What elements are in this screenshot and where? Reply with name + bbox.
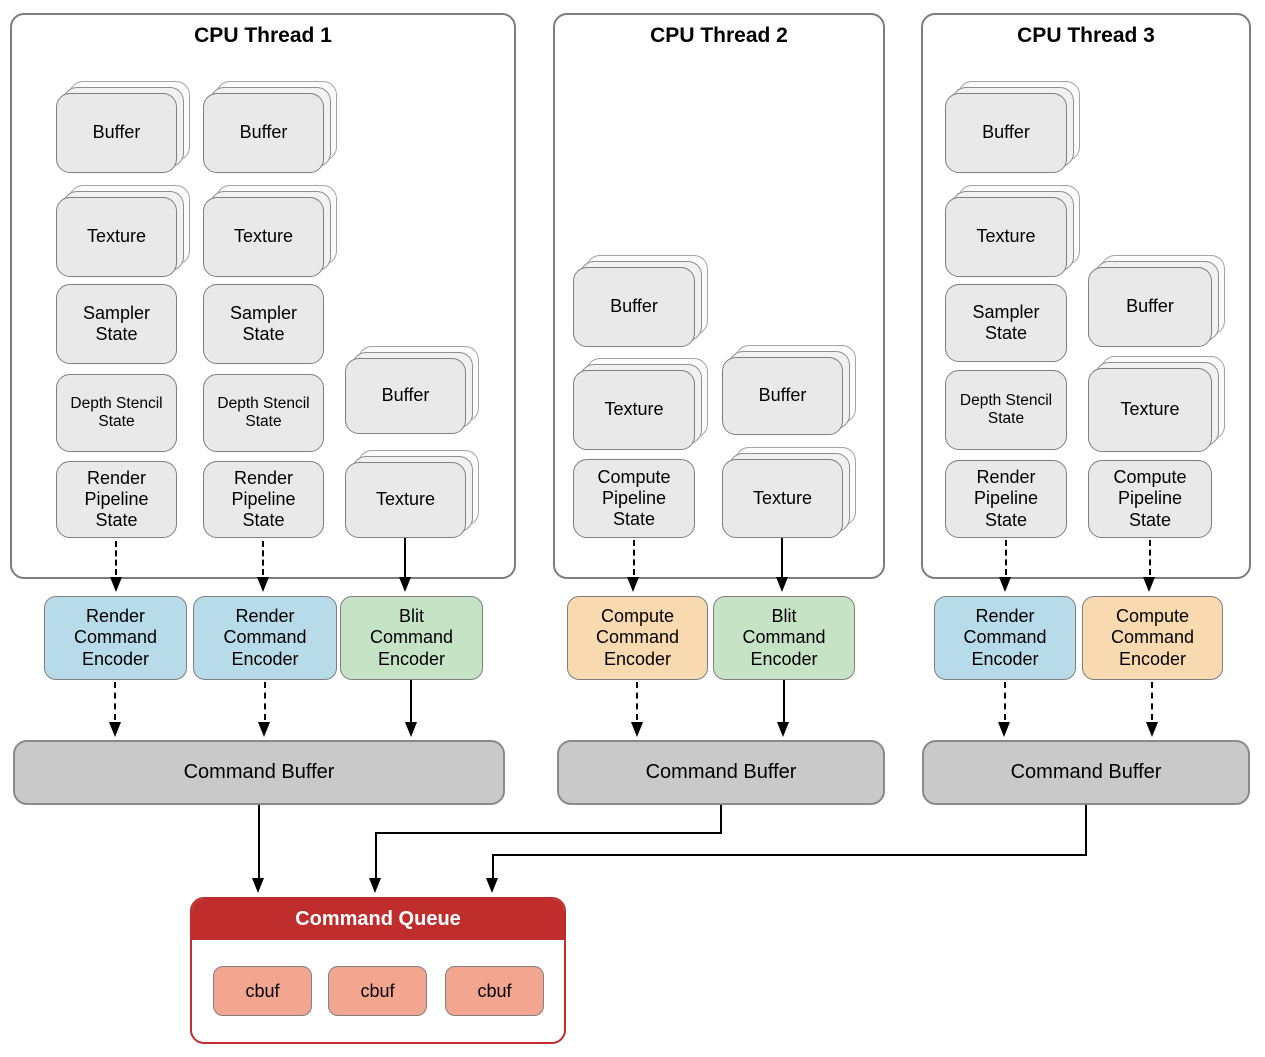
render-pipeline-state-box: Render Pipeline State [56,461,177,538]
arrowhead [109,722,121,737]
depth-stencil-state-box: Depth Stencil State [203,374,324,452]
buffer-stack: Buffer [573,267,695,347]
arrowhead [627,577,639,592]
resource-label: Texture [945,197,1067,277]
arrow-dashed-line [636,682,638,720]
buffer-stack: Buffer [945,93,1067,173]
resource-label: Buffer [1088,267,1212,347]
blit-command-encoder: Blit Command Encoder [713,596,855,680]
arrow-dashed-line [114,682,116,720]
resource-label: Texture [203,197,324,277]
arrow-solid-line [404,538,406,577]
sampler-state-box: Sampler State [56,284,177,364]
connector-line [376,832,722,834]
resource-label: Buffer [945,93,1067,173]
buffer-stack: Buffer [345,358,466,434]
render-command-encoder: Render Command Encoder [934,596,1076,680]
compute-pipeline-state-box: Compute Pipeline State [1088,460,1212,538]
arrowhead [1143,577,1155,592]
compute-command-encoder: Compute Command Encoder [1082,596,1223,680]
compute-pipeline-state-box: Compute Pipeline State [573,459,695,538]
command-buffer: Command Buffer [922,740,1250,805]
arrowhead [1146,722,1158,737]
arrow-dashed-line [1151,682,1153,720]
render-pipeline-state-box: Render Pipeline State [945,460,1067,538]
texture-stack: Texture [1088,368,1212,452]
resource-label: Texture [722,459,843,538]
cbuf-chip: cbuf [328,966,427,1016]
depth-stencil-state-box: Depth Stencil State [56,374,177,452]
command-queue-title: Command Queue [192,899,564,940]
arrow-solid-line [781,538,783,577]
blit-command-encoder: Blit Command Encoder [340,596,483,680]
render-pipeline-state-box: Render Pipeline State [203,461,324,538]
texture-stack: Texture [722,459,843,538]
resource-label: Buffer [203,93,324,173]
arrowhead [631,722,643,737]
arrowhead [369,878,381,893]
cpu-thread-1-title: CPU Thread 1 [194,24,332,47]
arrow-dashed-line [633,540,635,575]
cpu-thread-3-title: CPU Thread 3 [1017,24,1155,47]
resource-label: Texture [573,370,695,450]
cpu-thread-2-title: CPU Thread 2 [650,24,788,47]
arrowhead [258,722,270,737]
connector-line [720,805,722,834]
arrowhead [776,577,788,592]
texture-stack: Texture [573,370,695,450]
buffer-stack: Buffer [203,93,324,173]
command-buffer: Command Buffer [557,740,885,805]
texture-stack: Texture [345,462,466,538]
buffer-stack: Buffer [1088,267,1212,347]
arrowhead [777,722,789,737]
arrow-dashed-line [1149,540,1151,575]
cbuf-chip: cbuf [445,966,544,1016]
arrow-dashed-line [1005,540,1007,575]
resource-label: Texture [56,197,177,277]
arrowhead [257,577,269,592]
cbuf-chip: cbuf [213,966,312,1016]
connector-line [1085,805,1087,856]
arrowhead [405,722,417,737]
arrow-solid-line [783,680,785,722]
arrowhead [999,577,1011,592]
buffer-stack: Buffer [56,93,177,173]
resource-label: Buffer [56,93,177,173]
sampler-state-box: Sampler State [945,284,1067,362]
arrow-dashed-line [264,682,266,720]
sampler-state-box: Sampler State [203,284,324,364]
connector-line [493,854,1086,856]
texture-stack: Texture [203,197,324,277]
arrow-dashed-line [1004,682,1006,720]
arrowhead [252,878,264,893]
depth-stencil-state-box: Depth Stencil State [945,370,1067,450]
compute-command-encoder: Compute Command Encoder [567,596,708,680]
render-command-encoder: Render Command Encoder [44,596,187,680]
resource-label: Buffer [573,267,695,347]
connector-line [492,854,494,878]
resource-label: Buffer [722,357,843,435]
arrowhead [998,722,1010,737]
render-command-encoder: Render Command Encoder [193,596,337,680]
resource-label: Texture [345,462,466,538]
arrowhead [486,878,498,893]
texture-stack: Texture [56,197,177,277]
connector-line [375,832,377,878]
command-buffer: Command Buffer [13,740,505,805]
arrowhead [110,577,122,592]
arrowhead [399,577,411,592]
arrow-dashed-line [262,541,264,575]
resource-label: Buffer [345,358,466,434]
connector-line [258,805,260,878]
buffer-stack: Buffer [722,357,843,435]
resource-label: Texture [1088,368,1212,452]
arrow-dashed-line [115,541,117,575]
texture-stack: Texture [945,197,1067,277]
arrow-solid-line [410,680,412,722]
